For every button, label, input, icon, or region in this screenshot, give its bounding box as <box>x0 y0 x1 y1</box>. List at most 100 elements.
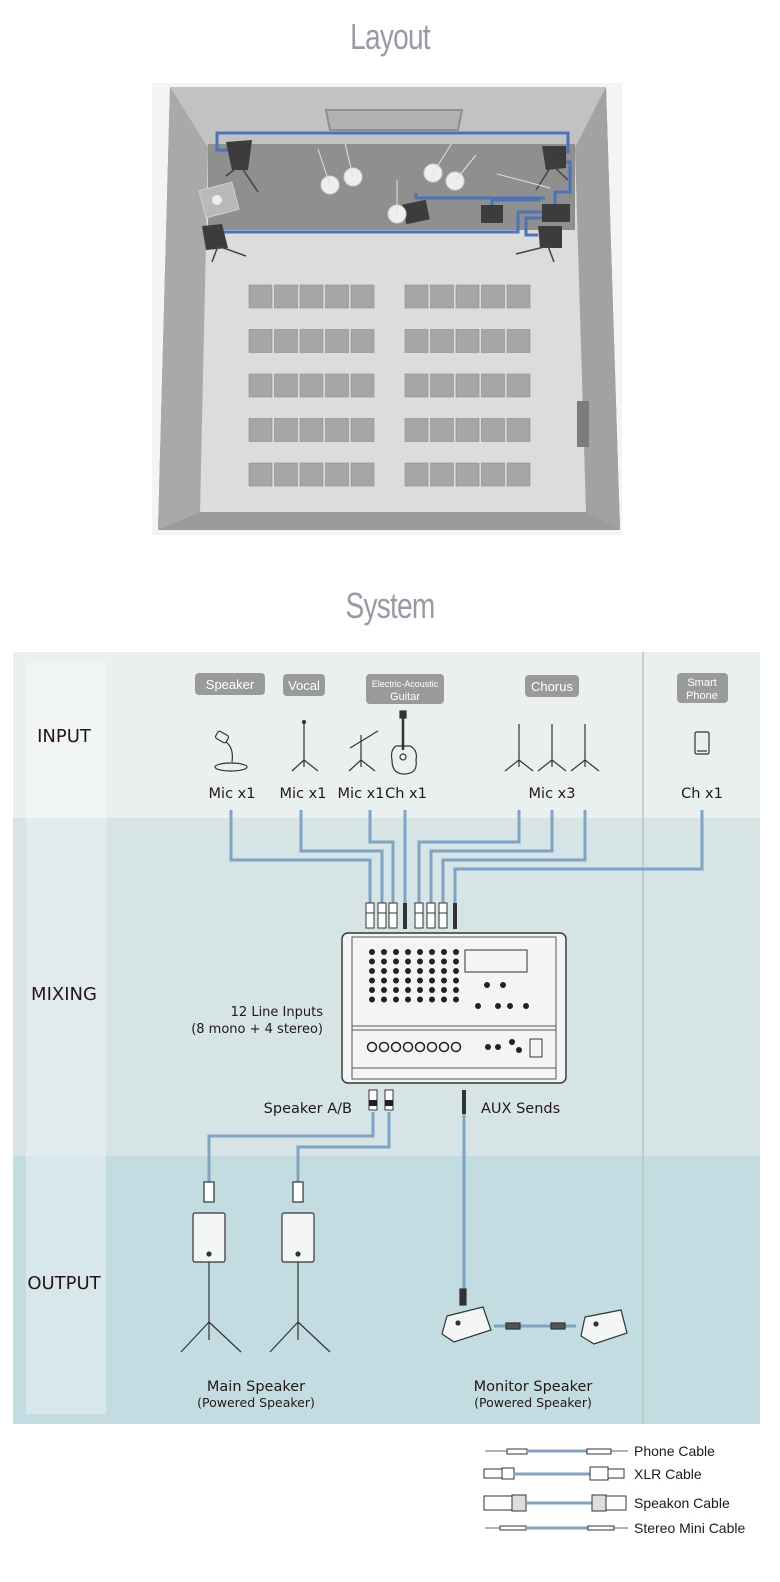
knob <box>369 977 375 984</box>
input-cables <box>229 810 704 905</box>
back-window <box>324 109 464 131</box>
room-plan <box>152 83 622 535</box>
knob <box>429 996 435 1003</box>
count-speaker: Mic x1 <box>209 786 256 802</box>
knob <box>369 968 375 974</box>
xlr-input-jack <box>390 1041 402 1053</box>
speaker-ab-label: Speaker A/B <box>264 1101 352 1117</box>
xlr-plug-body <box>426 912 436 929</box>
knob <box>369 996 375 1003</box>
xlr-plug-body <box>388 912 398 929</box>
tag-phone-bg <box>677 673 728 703</box>
seat <box>506 462 531 487</box>
mixing-label-column <box>26 818 106 1156</box>
knob <box>369 987 375 993</box>
legend-label: Phone Cable <box>634 1443 715 1459</box>
count-guitar-mic: Mic x1 <box>338 786 385 802</box>
layout-title: Layout <box>350 16 430 57</box>
mixer-knobs <box>366 949 529 1053</box>
seat <box>430 284 454 309</box>
input-tags: Speaker Vocal Electric-Acoustic Guitar C… <box>195 673 728 704</box>
cable-phone <box>453 810 704 905</box>
seat <box>506 284 531 309</box>
knob <box>485 1044 491 1050</box>
tag-vocal-bg <box>283 674 325 696</box>
knob <box>523 1003 529 1009</box>
tag-speaker: Speaker <box>206 677 255 692</box>
row-label-input: INPUT <box>37 726 92 747</box>
knob <box>453 968 459 974</box>
gooseneck-mic-icon <box>214 730 248 772</box>
knob <box>417 987 423 993</box>
knob <box>429 977 435 984</box>
seat <box>248 284 273 309</box>
knob <box>453 996 459 1003</box>
cable-guitar-mic <box>368 810 395 905</box>
main-speakers <box>180 1181 331 1353</box>
speaker-front-left <box>202 224 247 263</box>
xlr-plug-icon <box>365 902 375 914</box>
xlr-plug-icon <box>438 902 448 914</box>
knob <box>381 977 387 984</box>
xlr-input-jack <box>366 1041 378 1053</box>
main-speaker-label: Main Speaker <box>207 1379 305 1395</box>
knob <box>405 996 411 1003</box>
seat <box>299 284 324 309</box>
knob <box>507 1003 513 1009</box>
knob <box>484 982 490 988</box>
seat <box>430 329 454 353</box>
seat <box>404 462 429 487</box>
seat <box>455 418 480 442</box>
jack-plug-icon <box>403 903 407 929</box>
xlr-input-jack <box>402 1041 414 1053</box>
xlr-plug-body <box>414 912 424 929</box>
knob <box>453 987 459 993</box>
monitor-speaker-left-icon <box>441 1306 492 1343</box>
seat <box>404 329 429 353</box>
tag-chorus: Chorus <box>531 679 573 694</box>
seat <box>481 284 505 309</box>
row-label-mixing: MIXING <box>31 984 97 1005</box>
legend-label: XLR Cable <box>634 1466 702 1482</box>
power-switch <box>529 1038 543 1058</box>
mixer-console-icon <box>341 932 567 1084</box>
knob <box>405 949 411 955</box>
knob <box>417 949 423 955</box>
knob <box>393 977 399 984</box>
seat <box>430 373 454 398</box>
seat <box>325 284 349 309</box>
system-panel: INPUT MIXING OUTPUT Speaker Vocal Electr… <box>13 652 760 1424</box>
cable-speaker-mic <box>229 810 372 905</box>
link-plug-right <box>550 1322 566 1330</box>
seat <box>248 418 273 442</box>
aux-sends-label: AUX Sends <box>481 1101 560 1117</box>
knob <box>381 987 387 993</box>
seat <box>455 462 480 487</box>
boom-mic-stand-icon <box>348 730 379 772</box>
jack-plug-icon <box>453 903 457 929</box>
seat <box>481 418 505 442</box>
tag-phone-line2: Phone <box>686 690 718 702</box>
knob <box>417 996 423 1003</box>
acoustic-guitar-icon <box>390 710 417 775</box>
count-vocal: Mic x1 <box>280 786 327 802</box>
knob <box>441 987 447 993</box>
seat <box>299 462 324 487</box>
knob <box>453 949 459 955</box>
monitor-1 <box>402 199 430 225</box>
knob <box>393 996 399 1003</box>
seat <box>299 373 324 398</box>
knob <box>429 987 435 993</box>
knob <box>441 996 447 1003</box>
knob <box>441 977 447 984</box>
seat <box>350 329 375 353</box>
legend-speakon-cable: Speakon Cable <box>483 1494 730 1512</box>
seat <box>274 373 298 398</box>
seat <box>325 329 349 353</box>
knob <box>405 958 411 965</box>
system-title: System <box>345 585 436 626</box>
xlr-input-jack <box>438 1041 450 1053</box>
door <box>577 401 589 447</box>
monitor-speaker-label: Monitor Speaker <box>474 1379 593 1395</box>
stage-speakers <box>202 140 570 263</box>
